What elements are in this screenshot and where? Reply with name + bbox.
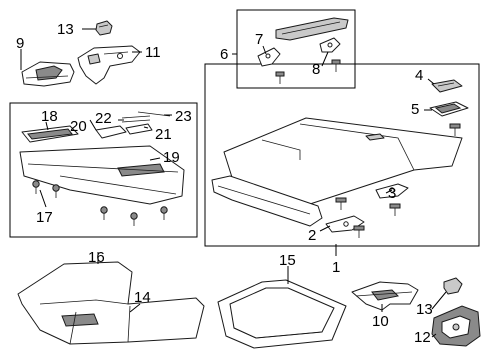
fastener-part-2-b [353,225,365,238]
fastener-part-3 [389,203,401,216]
clip-part-13-top [95,20,113,36]
callout-3: 3 [388,185,396,202]
leader-lines [20,28,447,338]
bracket-part-11 [77,45,141,85]
tray-part-14 [17,261,205,345]
callout-6: 6 [220,46,228,63]
callout-18: 18 [41,108,58,125]
callout-2: 2 [308,227,316,244]
callout-5: 5 [411,101,419,118]
tray-part-15 [217,279,347,349]
clip-part-13-bottom [443,277,463,295]
fastener-part-7-screw [275,71,285,84]
callout-15: 15 [279,252,296,269]
fastener-part-17-a [32,180,40,194]
callout-17: 17 [36,209,53,226]
callout-1: 1 [332,259,340,276]
group-box-1 [204,63,480,247]
latch-part-7 [257,47,281,67]
bin-part-5 [429,101,469,117]
callout-11: 11 [145,44,161,61]
fastener-part-5 [449,123,461,136]
load-floor-part-1 [211,117,463,227]
group-box-6 [236,9,356,89]
latch-module-part-12 [431,305,481,347]
fastener-part-8-screw [331,59,341,72]
callout-12: 12 [414,329,431,346]
callout-13-top: 13 [57,21,74,38]
cover-panel [275,17,349,41]
bracket-part-9 [21,61,75,87]
latch-part-8 [319,37,341,53]
fastener-part-17-d [160,206,168,220]
panel-part-18 [21,125,79,143]
callout-7: 7 [255,31,263,48]
bracket-part-10 [351,281,419,311]
group-box-16 [9,102,198,238]
callout-19: 19 [163,149,180,166]
clip-part-21 [125,123,153,135]
callout-10: 10 [372,313,389,330]
callout-23: 23 [175,108,192,125]
fastener-part-17-e [130,212,138,226]
fastener-part-17-c [100,206,108,220]
callout-9: 9 [16,35,24,52]
trim-part-4 [431,79,463,93]
wire-part-22 [121,115,151,123]
panel-part-19 [19,145,185,205]
callout-14: 14 [134,289,151,306]
callout-20: 20 [70,118,87,135]
callout-22: 22 [95,110,112,127]
fastener-part-17-b [52,184,60,198]
fastener-part-2-a [335,197,347,210]
callout-8: 8 [312,61,320,78]
callout-13-bottom: 13 [416,301,433,318]
callout-4: 4 [415,67,423,84]
callout-16: 16 [88,249,105,266]
clip-part-20 [95,125,127,139]
callout-21: 21 [155,126,172,143]
